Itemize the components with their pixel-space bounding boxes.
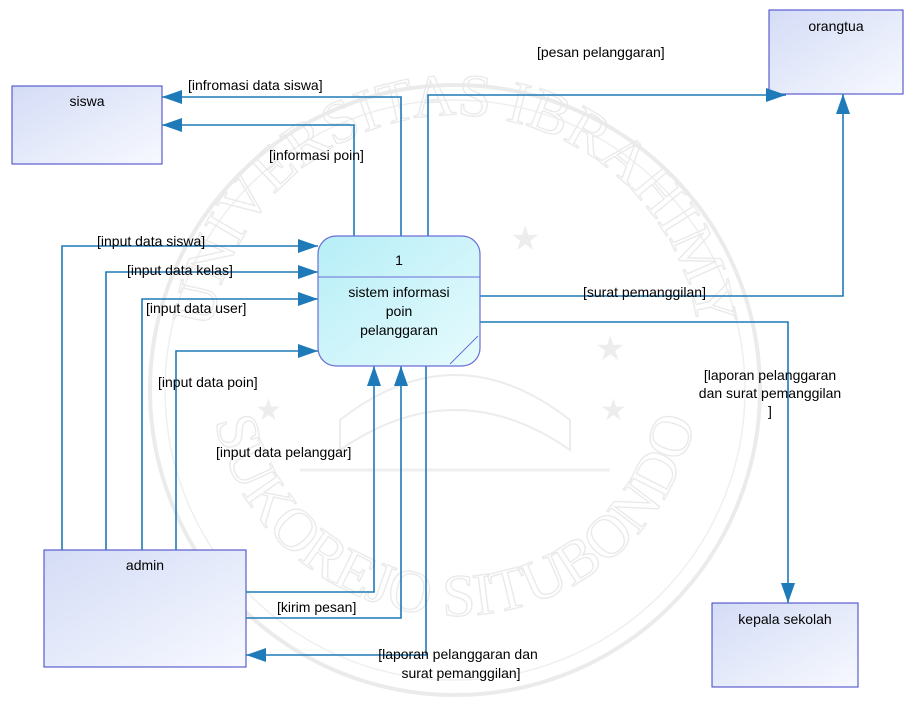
label-pesan-pelanggaran: [pesan pelanggaran] xyxy=(537,44,665,60)
watermark-star-icon: ★ xyxy=(595,330,625,368)
label-laporan-kepsek-line-1: [laporan pelanggaran xyxy=(704,367,836,383)
arrowhead-to-siswa-2 xyxy=(162,118,182,132)
watermark-star-icon: ★ xyxy=(510,220,540,258)
arrowhead-to-process-siswa xyxy=(298,239,318,253)
flow-labels: [infromasi data siswa] [informasi poin] … xyxy=(97,44,841,681)
flow-input-data-user xyxy=(141,298,318,550)
process-1-number: 1 xyxy=(395,252,403,268)
label-laporan-kepsek-line-3: ] xyxy=(768,403,772,419)
flow-kirim-pesan xyxy=(246,366,402,619)
arrowhead-to-orangtua-2 xyxy=(836,94,850,114)
flow-input-data-pelanggar xyxy=(246,366,375,593)
entity-siswa-label: siswa xyxy=(69,93,104,109)
entity-admin-label: admin xyxy=(126,557,164,573)
entity-orangtua-box xyxy=(768,9,904,95)
entity-kepala-sekolah-label: kepala sekolah xyxy=(738,611,831,627)
arrowhead-to-process-poin xyxy=(298,344,318,358)
label-input-data-pelanggar: [input data pelanggar] xyxy=(216,444,351,460)
flow-infromasi-data-siswa xyxy=(162,96,402,236)
arrowhead-to-kepala-sekolah xyxy=(781,583,795,603)
watermark-inner-ring xyxy=(164,99,746,681)
label-informasi-poin: [informasi poin] xyxy=(269,147,364,163)
entity-siswa[interactable]: siswa xyxy=(11,85,163,165)
flow-lines xyxy=(61,94,844,656)
entity-admin-box xyxy=(43,549,247,668)
label-input-data-poin: [input data poin] xyxy=(158,374,258,390)
flow-laporan-kepsek xyxy=(480,321,789,603)
entity-orangtua-label: orangtua xyxy=(808,18,863,34)
flow-laporan-admin xyxy=(246,366,427,656)
entity-siswa-box xyxy=(11,85,163,165)
label-laporan-kepsek-line-2: dan surat pemanggilan xyxy=(699,385,841,401)
label-infromasi-data-siswa: [infromasi data siswa] xyxy=(188,77,323,93)
flow-input-data-siswa xyxy=(61,245,318,550)
process-1-corner-mark xyxy=(449,335,479,365)
watermark-text-bottom: SUKOREJO SITUBONDO xyxy=(202,406,708,629)
label-laporan-admin-line-1: [laporan pelanggaran dan xyxy=(378,646,538,662)
flow-pesan-pelanggaran xyxy=(427,94,786,236)
process-1-name-line-2: poin xyxy=(386,303,412,319)
label-input-data-kelas: [input data kelas] xyxy=(127,262,233,278)
arrowhead-to-process-kirim xyxy=(394,366,408,386)
label-input-data-user: [input data user] xyxy=(146,300,246,316)
watermark-outer-ring xyxy=(148,83,762,697)
arrowhead-to-process-user xyxy=(298,292,318,306)
arrowhead-to-siswa-1 xyxy=(162,90,182,104)
flow-surat-pemanggilan xyxy=(480,94,844,297)
flow-arrowheads xyxy=(162,88,850,662)
label-kirim-pesan: [kirim pesan] xyxy=(277,599,356,615)
arrowhead-to-admin xyxy=(246,648,266,662)
label-laporan-admin-line-2: surat pemanggilan] xyxy=(401,665,520,681)
entity-kepala-sekolah-box xyxy=(711,602,859,688)
process-1-name-line-3: pelanggaran xyxy=(360,322,438,338)
label-input-data-siswa: [input data siswa] xyxy=(97,233,205,249)
entity-kepala-sekolah[interactable]: kepala sekolah xyxy=(711,602,859,688)
flow-input-data-kelas xyxy=(105,271,318,550)
flow-input-data-poin xyxy=(175,350,318,550)
arrowhead-to-process-pelanggar xyxy=(367,366,381,386)
process-1[interactable]: 1 sistem informasi poin pelanggaran xyxy=(317,235,481,367)
arrowhead-to-orangtua-1 xyxy=(766,88,786,102)
flow-informasi-poin xyxy=(162,124,355,236)
watermark-star-icon: ★ xyxy=(600,394,627,427)
watermark-star-icon: ★ xyxy=(255,394,282,427)
process-1-box xyxy=(317,235,481,367)
process-1-name-line-1: sistem informasi xyxy=(348,284,449,300)
label-surat-pemanggilan: [surat pemanggilan] xyxy=(583,284,706,300)
watermark-book-emblem xyxy=(339,374,571,452)
arrowhead-to-process-kelas xyxy=(298,265,318,279)
entity-orangtua[interactable]: orangtua xyxy=(768,9,904,95)
entity-admin[interactable]: admin xyxy=(43,549,247,668)
